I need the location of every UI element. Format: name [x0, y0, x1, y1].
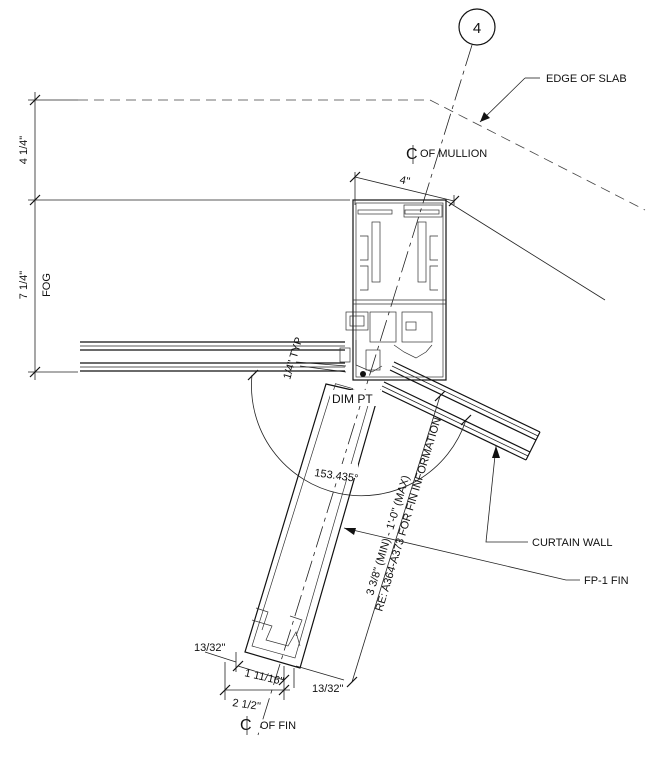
tick	[448, 195, 460, 207]
mullion-profile	[339, 199, 447, 381]
fog-label: FOG	[41, 273, 53, 297]
centerline-symbol-mullion: C	[406, 145, 418, 164]
fin-width-dimension: 2 1/2"	[232, 697, 262, 713]
fin-inner-dimension: 1 11/16"	[243, 667, 285, 688]
centerline-symbol-fin: C	[240, 716, 252, 735]
fp1-fin-label: FP-1 FIN	[584, 575, 629, 587]
tick	[29, 366, 41, 378]
fin-inner-dimension-line	[237, 665, 285, 681]
fin-right-offset-dimension: 13/32"	[312, 683, 344, 695]
mullion-width-dimension-line	[354, 176, 455, 202]
dim-point-marker	[360, 371, 366, 377]
face-of-glass-line-angled	[444, 199, 606, 301]
fin-extent-dimension-line	[351, 395, 441, 683]
angle-arc	[251, 374, 467, 497]
tick	[349, 171, 361, 183]
svg-text:C: C	[240, 717, 252, 734]
curtain-wall-leader	[485, 445, 528, 543]
dim-pt-label: DIM PT	[332, 392, 373, 406]
fp1-fin-leader	[343, 527, 580, 581]
fp1-fin-profile	[244, 383, 379, 669]
svg-text:C: C	[406, 146, 418, 163]
tick	[29, 94, 41, 106]
fog-dimension: 7 1/4"	[18, 271, 30, 299]
slab-offset-dimension: 4 1/4"	[18, 136, 30, 164]
edge-of-slab-leader	[479, 77, 526, 123]
cl-of-mullion-label: OF MULLION	[420, 148, 487, 160]
edge-of-slab-arrowhead	[480, 112, 490, 122]
curtain-wall-label: CURTAIN WALL	[532, 537, 612, 549]
fin-note-line-2: RE: A364-A373 FOR FIN INFORMATION	[373, 416, 444, 613]
left-glazing-unit	[80, 341, 345, 372]
fin-left-offset-dimension: 13/32"	[194, 642, 226, 654]
fin-left-offset-leader	[204, 651, 237, 663]
cl-of-fin-label: OF FIN	[260, 720, 296, 732]
edge-of-slab-label: EDGE OF SLAB	[546, 73, 627, 85]
edge-of-slab-line	[78, 99, 646, 211]
right-glazing-unit	[379, 361, 541, 461]
mullion-width-dimension: 4"	[398, 174, 411, 188]
grid-bubble-number: 4	[473, 20, 481, 37]
fin-right-offset-leader	[295, 665, 345, 681]
tick	[29, 194, 41, 206]
grid-bubble	[458, 8, 496, 46]
